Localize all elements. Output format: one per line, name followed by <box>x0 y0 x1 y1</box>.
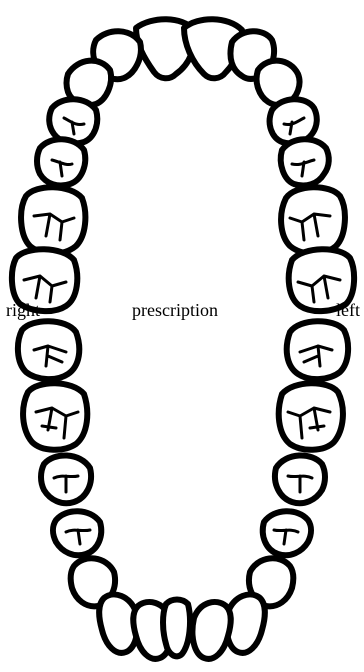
label-prescription: prescription <box>132 300 218 320</box>
tooth-upper-molar1-right[interactable] <box>21 187 85 253</box>
tooth-lower-central-left[interactable] <box>192 602 230 659</box>
tooth-lower-molar1-right[interactable] <box>23 383 87 450</box>
tooth-lower-central-mid-right[interactable] <box>163 600 190 657</box>
tooth-upper-molar1-left[interactable] <box>281 187 345 253</box>
tooth-lower-molar1-left[interactable] <box>279 383 343 450</box>
label-right: right <box>6 300 40 320</box>
label-left: left <box>336 300 360 320</box>
